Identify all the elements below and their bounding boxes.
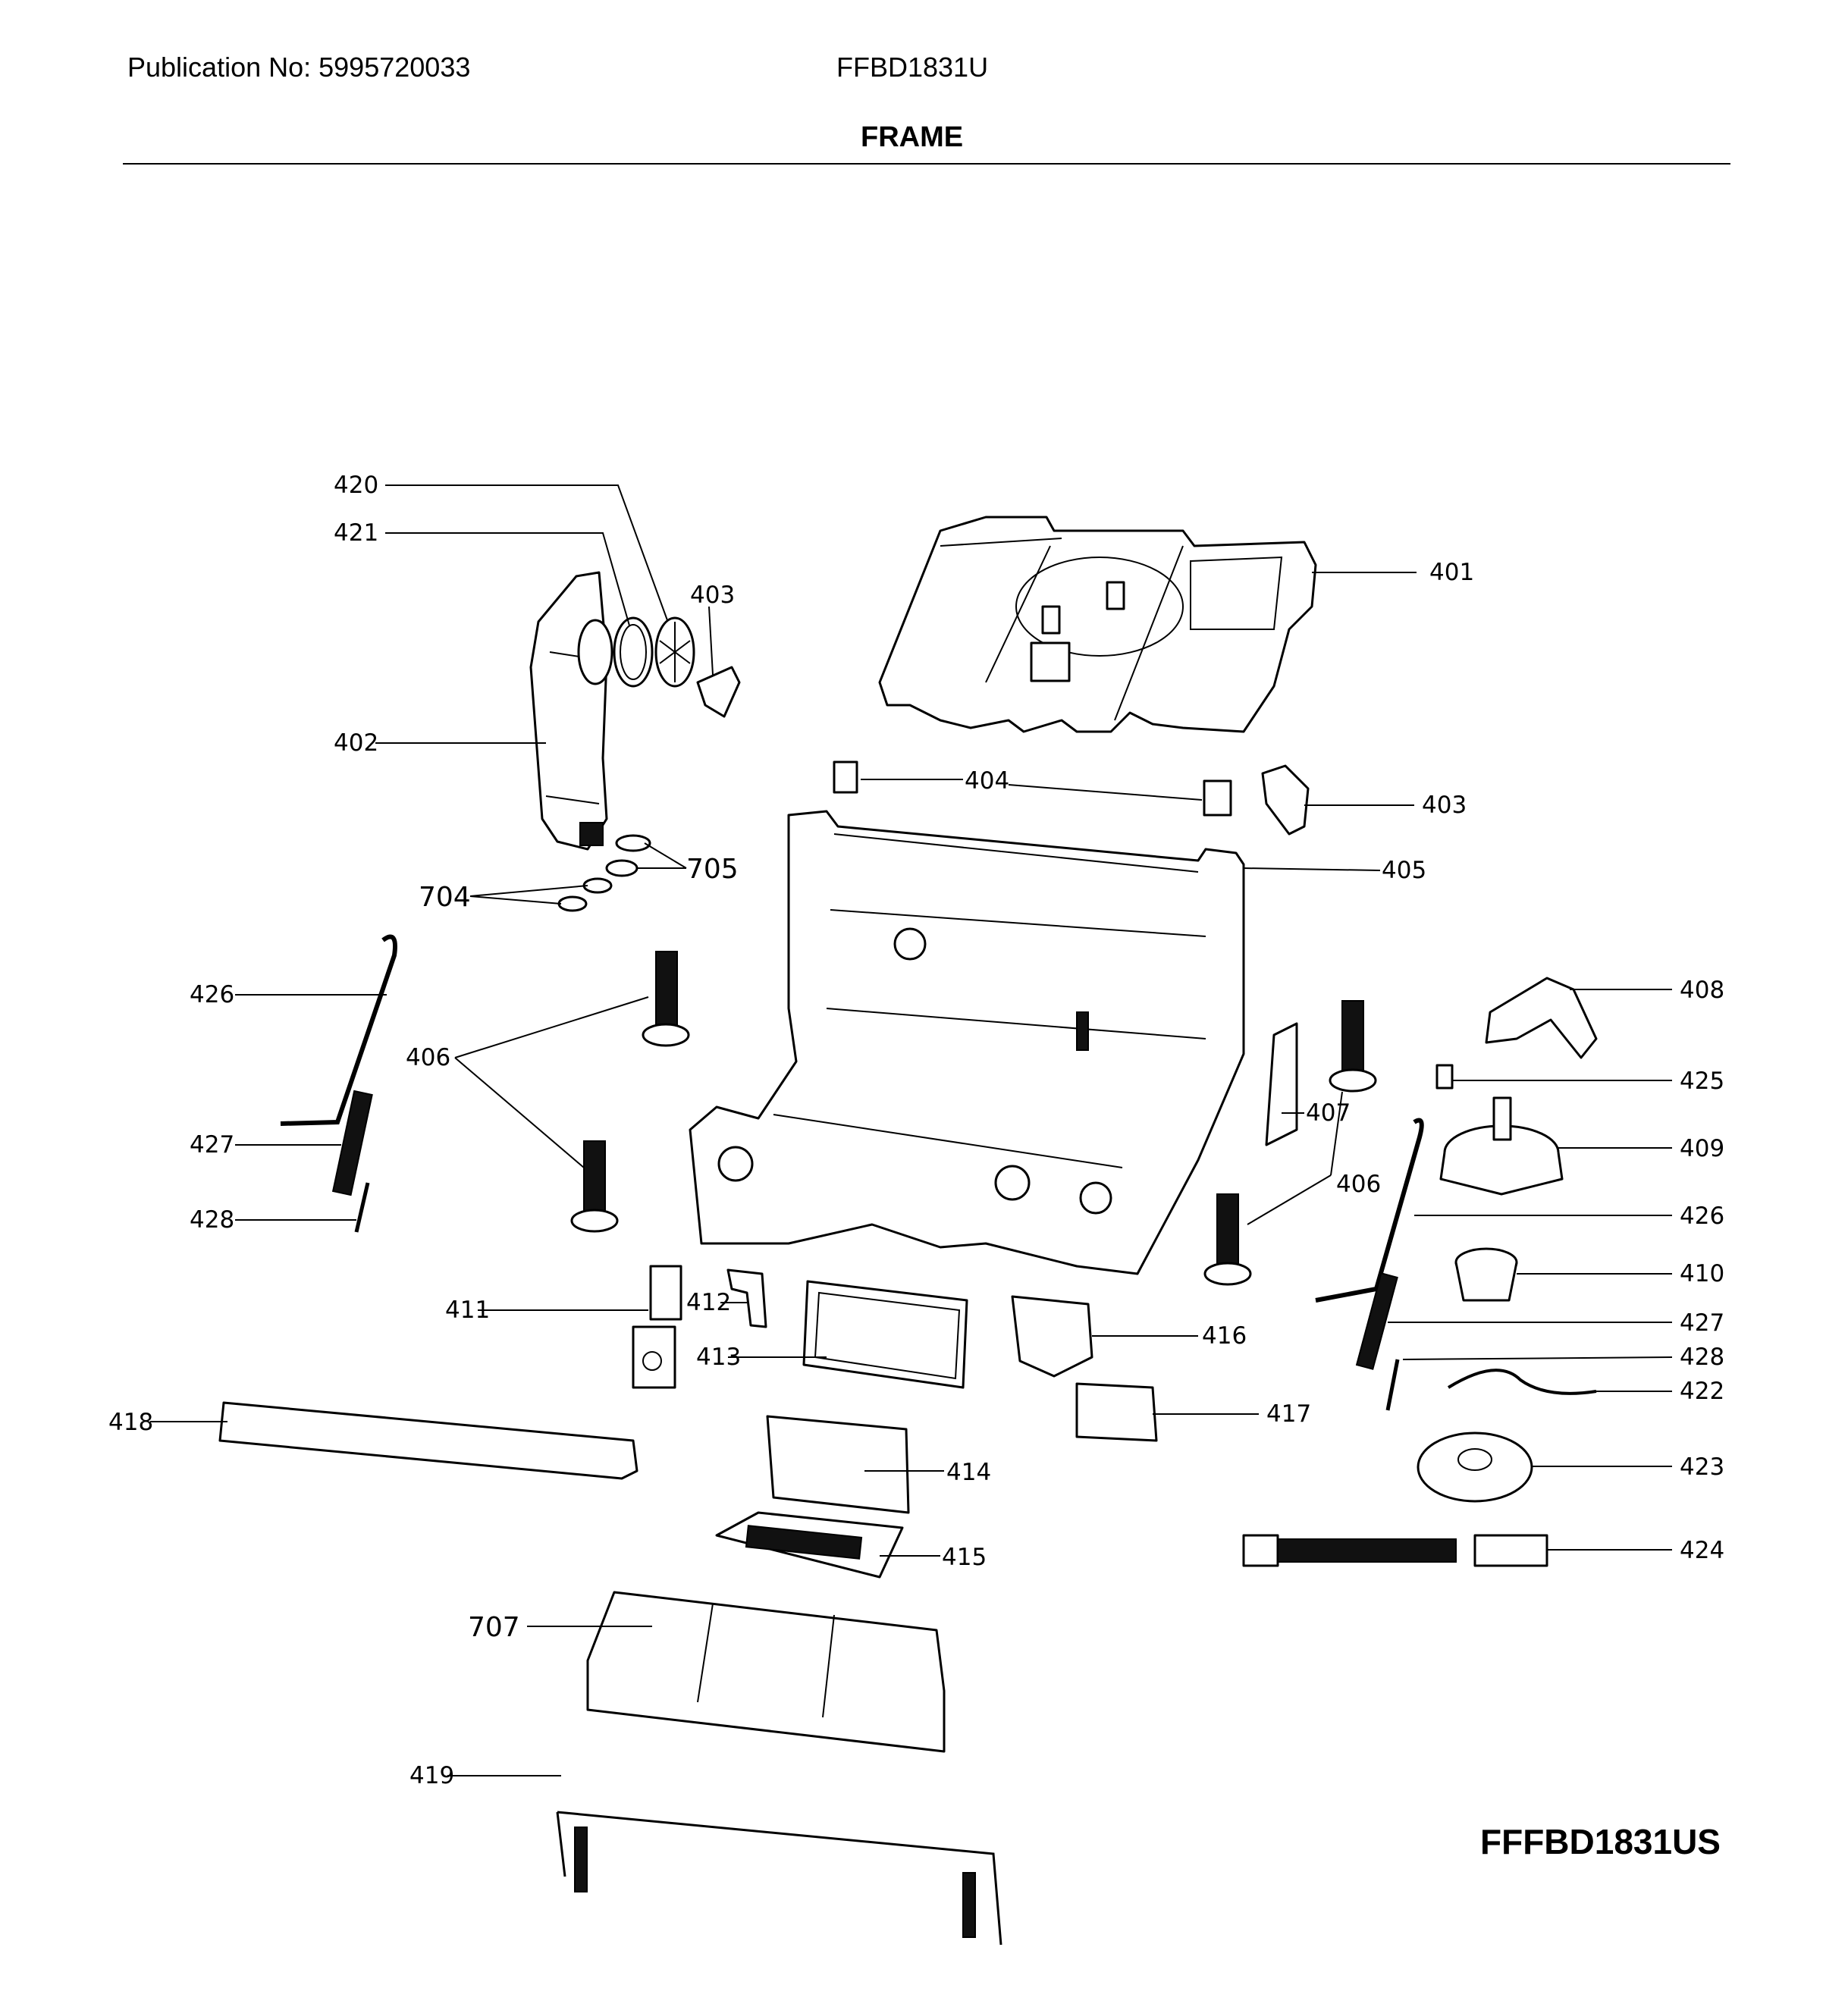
callout-425: 425 (1680, 1068, 1724, 1095)
callout-420: 420 (334, 472, 378, 499)
part-409-spray-arm-base (1439, 1096, 1564, 1196)
part-412-bracket (726, 1268, 767, 1328)
part-419-kickplate (556, 1811, 1002, 1946)
part-705-hose-clamps (605, 834, 651, 877)
part-427-spring-right (1355, 1272, 1398, 1370)
callout-428-left: 428 (190, 1206, 234, 1234)
callout-406-left: 406 (406, 1044, 450, 1071)
part-402-sump-housing (529, 571, 613, 851)
part-417-cover (1075, 1382, 1158, 1442)
part-405-frame (689, 810, 1245, 1275)
callout-705: 705 (686, 854, 739, 885)
callout-426-left: 426 (190, 981, 234, 1008)
part-403-clip-upper (696, 666, 741, 718)
part-424-hose (1242, 1534, 1548, 1567)
callout-413: 413 (696, 1344, 741, 1371)
part-427-spring-left (331, 1090, 373, 1196)
part-428-pin-left (354, 1182, 370, 1233)
callout-406-right: 406 (1336, 1171, 1381, 1198)
part-707-control-panel (586, 1591, 946, 1753)
callout-707: 707 (468, 1612, 520, 1643)
callout-421: 421 (334, 519, 378, 547)
callout-402: 402 (334, 729, 378, 757)
callout-411: 411 (445, 1297, 490, 1324)
callout-426-right: 426 (1680, 1203, 1724, 1230)
header-divider (123, 163, 1730, 165)
callout-418: 418 (108, 1409, 153, 1436)
part-704-clamps (557, 877, 613, 912)
part-425 (1435, 1064, 1454, 1090)
model-number: FFBD1831U (836, 52, 989, 83)
callout-419: 419 (409, 1762, 454, 1789)
part-404-clip-right (1203, 779, 1232, 817)
callout-422: 422 (1680, 1378, 1724, 1405)
callout-428-right: 428 (1680, 1344, 1724, 1371)
part-413-control-housing (802, 1280, 968, 1389)
part-401-base-cover (878, 516, 1317, 733)
callout-417: 417 (1266, 1400, 1311, 1428)
part-428-pin-right (1385, 1359, 1400, 1411)
callout-403-upper: 403 (690, 582, 735, 609)
callout-412: 412 (686, 1289, 731, 1316)
part-404-clip-left (833, 760, 858, 794)
part-403-clip-right (1261, 764, 1310, 836)
part-408-support (1485, 977, 1598, 1059)
callout-409: 409 (1680, 1135, 1724, 1162)
part-411-switch (632, 1265, 682, 1389)
part-414-control-board (766, 1415, 910, 1514)
callout-410: 410 (1680, 1260, 1724, 1287)
callout-427-right: 427 (1680, 1309, 1724, 1337)
section-title: FRAME (861, 121, 964, 153)
part-406-leveling-legs (570, 951, 1377, 1286)
callout-424: 424 (1680, 1537, 1724, 1564)
part-410-cup (1454, 1247, 1518, 1302)
callout-407: 407 (1306, 1099, 1351, 1127)
part-416-box (1011, 1295, 1093, 1378)
footer-model-code: FFFBD1831US (1480, 1822, 1721, 1861)
callout-408: 408 (1680, 977, 1724, 1004)
callout-404: 404 (965, 767, 1009, 795)
part-423-disc (1417, 1431, 1533, 1503)
callout-416: 416 (1202, 1322, 1247, 1350)
callout-427-left: 427 (190, 1131, 234, 1159)
callout-405: 405 (1382, 857, 1426, 884)
part-407-bracket (1265, 1022, 1298, 1146)
callout-423: 423 (1680, 1453, 1724, 1481)
part-426-rod-right (1315, 1118, 1424, 1303)
part-422-wire (1447, 1369, 1597, 1395)
part-426-rod-left (280, 934, 397, 1126)
callout-414: 414 (946, 1459, 991, 1486)
callout-401: 401 (1429, 559, 1474, 586)
part-418-rail (218, 1401, 638, 1480)
callout-403-right: 403 (1422, 792, 1467, 819)
callout-704: 704 (419, 882, 471, 913)
callout-415: 415 (942, 1544, 987, 1571)
publication-number: Publication No: 5995720033 (127, 52, 471, 83)
